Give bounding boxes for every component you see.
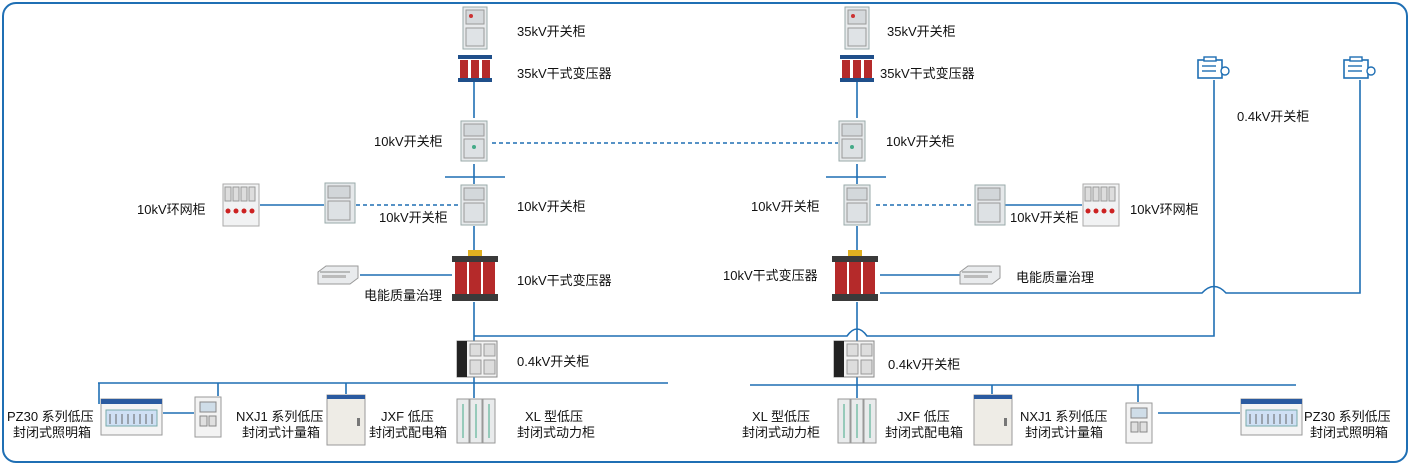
left-35kv-transformer-label: 35kV干式变压器	[517, 66, 612, 81]
left-pz30-label-line2: 封闭式照明箱	[13, 425, 92, 440]
right-10kv-mid-switchgear-label: 10kV开关柜	[751, 199, 820, 214]
left-10kv-branch-switchgear-label: 10kV开关柜	[379, 210, 448, 225]
left-35kv-switchgear-label: 35kV开关柜	[517, 24, 586, 39]
left-10kv-top-switchgear-label: 10kV开关柜	[374, 134, 443, 149]
low-voltage-panel-icon	[833, 340, 875, 378]
right-rmu-label: 10kV环网柜	[1130, 202, 1199, 217]
right-35kv-transformer-label: 35kV干式变压器	[880, 66, 975, 81]
lighting-box-icon	[1240, 398, 1303, 436]
right-10kv-transformer-label: 10kV干式变压器	[723, 268, 818, 283]
right-35kv-switchgear-label: 35kV开关柜	[887, 24, 956, 39]
switchgear-icon	[324, 182, 356, 224]
right-jxf-label-line2: 封闭式配电箱	[885, 425, 964, 440]
right-nxj1-label-line1: NXJ1 系列低压	[1020, 409, 1108, 424]
left-10kv-transformer-label: 10kV干式变压器	[517, 273, 612, 288]
power-quality-device-icon	[959, 265, 1001, 285]
power-quality-device-icon	[317, 265, 359, 285]
switchgear-icon	[843, 184, 871, 226]
right-jxf-label-line1: JXF 低压	[897, 409, 950, 424]
dry-transformer-icon	[840, 55, 874, 82]
right-nxj1-label-line2: 封闭式计量箱	[1025, 425, 1104, 440]
metering-box-icon	[194, 396, 222, 438]
right-04kv-switchgear-label: 0.4kV开关柜	[888, 357, 961, 372]
left-jxf-label-line1: JXF 低压	[381, 409, 434, 424]
left-rmu-label: 10kV环网柜	[137, 202, 206, 217]
right-10kv-branch-switchgear-label: 10kV开关柜	[1010, 210, 1079, 225]
switchgear-icon	[460, 184, 488, 226]
remote-cabinet-icon	[1343, 56, 1376, 79]
power-cabinet-icon	[837, 398, 877, 444]
remote-cabinet-icon	[1197, 56, 1230, 79]
lighting-box-icon	[100, 398, 163, 436]
switchgear-icon	[460, 120, 488, 162]
metering-box-icon	[1125, 402, 1153, 444]
left-nxj1-label-line1: NXJ1 系列低压	[236, 409, 324, 424]
left-xl-label-line2: 封闭式动力柜	[517, 425, 596, 440]
left-pz30-label-line1: PZ30 系列低压	[7, 409, 94, 424]
left-nxj1-label-line2: 封闭式计量箱	[242, 425, 321, 440]
left-xl-label-line1: XL 型低压	[525, 409, 584, 424]
ring-main-unit-icon	[1082, 183, 1120, 227]
dry-transformer-icon	[452, 250, 498, 301]
left-power-quality-label: 电能质量治理	[364, 288, 443, 303]
left-10kv-mid-switchgear-label: 10kV开关柜	[517, 199, 586, 214]
right-10kv-top-switchgear-label: 10kV开关柜	[886, 134, 955, 149]
right-xl-label-line2: 封闭式动力柜	[742, 425, 821, 440]
dry-transformer-icon	[458, 55, 492, 82]
switchgear-icon	[462, 6, 488, 50]
distribution-box-icon	[973, 394, 1013, 446]
power-cabinet-icon	[456, 398, 496, 444]
ring-main-unit-icon	[222, 183, 260, 227]
left-jxf-label-line2: 封闭式配电箱	[369, 425, 448, 440]
switchgear-icon	[844, 6, 870, 50]
right-power-quality-label: 电能质量治理	[1016, 270, 1095, 285]
right-xl-label-line1: XL 型低压	[752, 409, 811, 424]
low-voltage-panel-icon	[456, 340, 498, 378]
remote-04kv-switchgear-label: 0.4kV开关柜	[1237, 109, 1310, 124]
switchgear-icon	[974, 184, 1006, 226]
switchgear-icon	[838, 120, 866, 162]
right-pz30-label-line1: PZ30 系列低压	[1304, 409, 1391, 424]
right-pz30-label-line2: 封闭式照明箱	[1310, 425, 1389, 440]
dry-transformer-icon	[832, 250, 878, 301]
distribution-box-icon	[326, 394, 366, 446]
left-04kv-switchgear-label: 0.4kV开关柜	[517, 354, 590, 369]
